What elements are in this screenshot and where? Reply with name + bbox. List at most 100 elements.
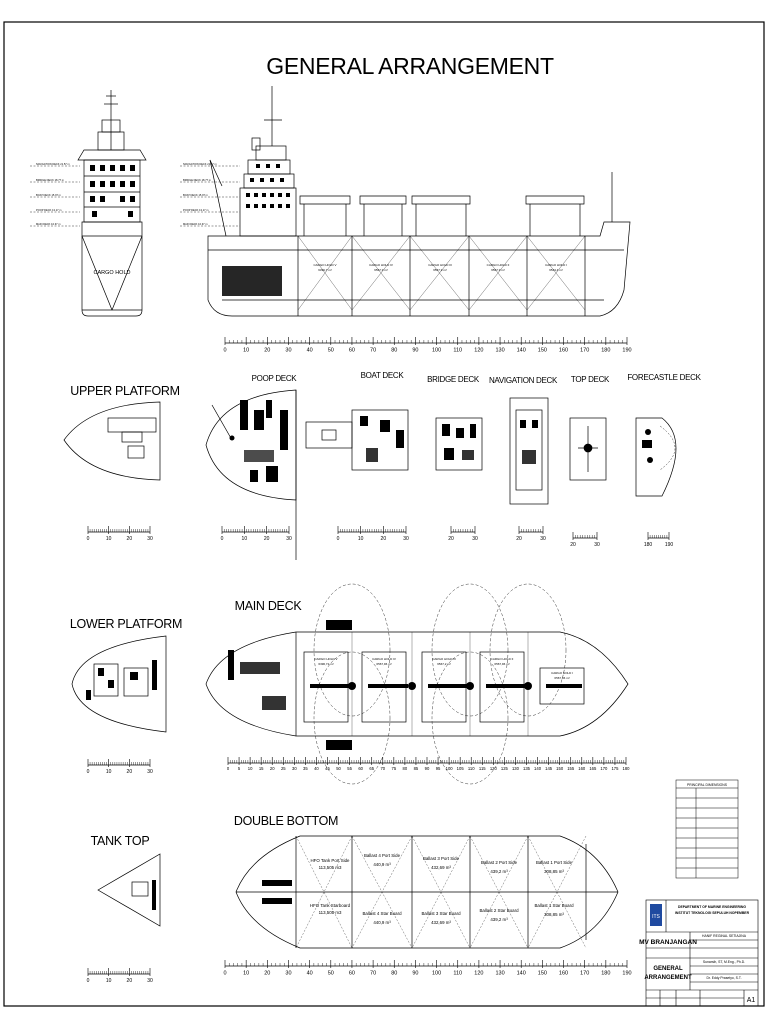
ballast4-port-label: Ballast 4 Port Side: [364, 853, 401, 858]
boat-deck-label: BOAT DECK: [361, 371, 405, 380]
main-deck-label: MAIN DECK: [235, 599, 303, 613]
scale-tick-label: 110: [453, 348, 462, 354]
scale-tick-label: 0: [223, 348, 226, 354]
title-block-row-1: HANIF REGINAL SETIAJINA: [702, 934, 747, 938]
scale-tick-label: 110: [468, 766, 475, 771]
scale-tick-label: 150: [556, 766, 564, 771]
scale-tick-label: 145: [545, 766, 553, 771]
navigation-deck-label: NAVIGATION DECK: [489, 376, 558, 385]
scale-tick-label: 70: [380, 766, 385, 771]
scale-tick-label: 120: [490, 766, 498, 771]
profile-hold-v-name: CARGO HOLD V: [313, 263, 336, 267]
scale-tick-label: 60: [349, 971, 355, 977]
scale-tick-label: 180: [644, 542, 653, 548]
scale-tick-label: 160: [559, 971, 568, 977]
scale-tick-label: 10: [358, 536, 364, 542]
scale-tick-label: 30: [594, 542, 600, 548]
scale-tick-label: 170: [580, 348, 589, 354]
scale-tick-label: 20: [448, 536, 454, 542]
navigation-deck-view: [509, 397, 549, 505]
svg-text:MAIN DECK 10.37 m: MAIN DECK 10.37 m: [183, 222, 208, 226]
profile-hold-ii-volume: 6567,9 m³: [491, 268, 505, 272]
main-deck-hold-v-volume: 6396,72 m³: [318, 662, 333, 666]
scale-tick-label: 30: [285, 348, 291, 354]
svg-text:BOAT DECK 15.97 m: BOAT DECK 15.97 m: [183, 193, 208, 197]
scale-tick-label: 20: [127, 536, 133, 542]
scale-tick-label: 60: [349, 348, 355, 354]
principal-dimensions-table: [675, 779, 739, 879]
scale-tick-label: 90: [412, 971, 418, 977]
institution-line-1: DEPARTMENT OF MARINE ENGINEERING: [678, 905, 746, 909]
scale-tick-label: 170: [580, 971, 589, 977]
body-plan-view: [30, 90, 147, 317]
scale-tick-label: 80: [391, 971, 397, 977]
ballast2-port-label: Ballast 2 Port Side: [481, 860, 518, 865]
scale-tick-label: 10: [248, 766, 253, 771]
sheet-size: A1: [747, 997, 756, 1004]
forecastle-deck-label: FORECASTLE DECK: [627, 373, 701, 382]
scale-tick-label: 90: [412, 348, 418, 354]
profile-hold-ii-name: CARGO HOLD II: [487, 263, 510, 267]
scale-tick-label: 5: [238, 766, 241, 771]
lower-platform-view: [71, 635, 167, 733]
svg-text:BRIDGE DECK 18.77 m: BRIDGE DECK 18.77 m: [36, 178, 64, 182]
institution-line-2: INSTITUT TEKNOLOGI SEPULUH NOPEMBER: [675, 911, 750, 915]
scale-tick-label: 0: [87, 978, 90, 984]
scale-tick-label: 30: [286, 536, 292, 542]
main-deck-view: [205, 583, 629, 785]
main-deck-hold-iv-name: CARGO HOLD IV: [372, 657, 396, 661]
body-plan-cargo-hold-label: CARGO HOLD: [94, 270, 131, 276]
forecastle-deck-view: [635, 417, 677, 497]
scale-tick-label: 165: [589, 766, 597, 771]
scale-tick-label: 55: [347, 766, 352, 771]
ballast3-port-value: 432,69 m³: [431, 865, 451, 870]
ballast1-port-value: 308,85 m³: [544, 869, 564, 874]
scale-tick-label: 0: [87, 769, 90, 775]
scale-tick-label: 155: [567, 766, 575, 771]
title-block-row-3: Dr. Eddy Prasetyo, S.T.: [706, 976, 741, 980]
scale-tick-label: 0: [223, 971, 226, 977]
scale-tick-label: 140: [517, 348, 526, 354]
svg-text:POOP DECK 13.17 m: POOP DECK 13.17 m: [36, 208, 61, 212]
scale-tick-label: 25: [281, 766, 286, 771]
ballast3-starboard-value: 432,69 m³: [431, 920, 451, 925]
scale-tick-label: 100: [446, 766, 454, 771]
scale-tick-label: 80: [403, 766, 408, 771]
drawing-frame: [3, 21, 765, 1007]
scale-tick-label: 130: [512, 766, 520, 771]
tank-top-label: TANK TOP: [91, 834, 150, 848]
poop-deck-view: [205, 389, 297, 560]
hfo-starboard-label: HFO Tank Starboard: [310, 903, 351, 908]
scale-tick-label: 150: [538, 971, 547, 977]
hfo-port-value: 113,505 m3: [319, 865, 342, 870]
scale-tick-label: 30: [147, 536, 153, 542]
svg-text:NAVIGATION DECK 21.57 m: NAVIGATION DECK 21.57 m: [183, 162, 217, 166]
scale-tick-label: 65: [369, 766, 374, 771]
ballast2-starboard-value: 439,2 m³: [490, 917, 508, 922]
scale-tick-label: 180: [601, 971, 610, 977]
double-bottom-view: [235, 835, 619, 949]
scale-tick-label: 40: [314, 766, 319, 771]
scale-tick-label: 0: [337, 536, 340, 542]
ballast3-port-label: Ballast 3 Port Side: [423, 856, 460, 861]
scale-tick-label: 20: [264, 971, 270, 977]
scale-tick-label: 35: [303, 766, 308, 771]
scale-tick-label: 50: [328, 971, 334, 977]
main-deck-hold-ii-name: CARGO HOLD II: [491, 657, 514, 661]
title-block-row-2: Sunarsih, ST, M.Eng., Ph.D.: [703, 960, 745, 964]
scale-tick-label: 80: [391, 348, 397, 354]
scale-tick-label: 45: [325, 766, 330, 771]
ballast2-starboard-label: Ballast 2 Star Board: [479, 908, 519, 913]
profile-hold-iii-volume: 6567,9 m³: [433, 268, 447, 272]
svg-text:MAIN DECK 10.37 m: MAIN DECK 10.37 m: [36, 222, 61, 226]
scale-tick-label: 40: [307, 971, 313, 977]
scale-tick-label: 160: [559, 348, 568, 354]
scale-tick-label: 120: [474, 348, 483, 354]
